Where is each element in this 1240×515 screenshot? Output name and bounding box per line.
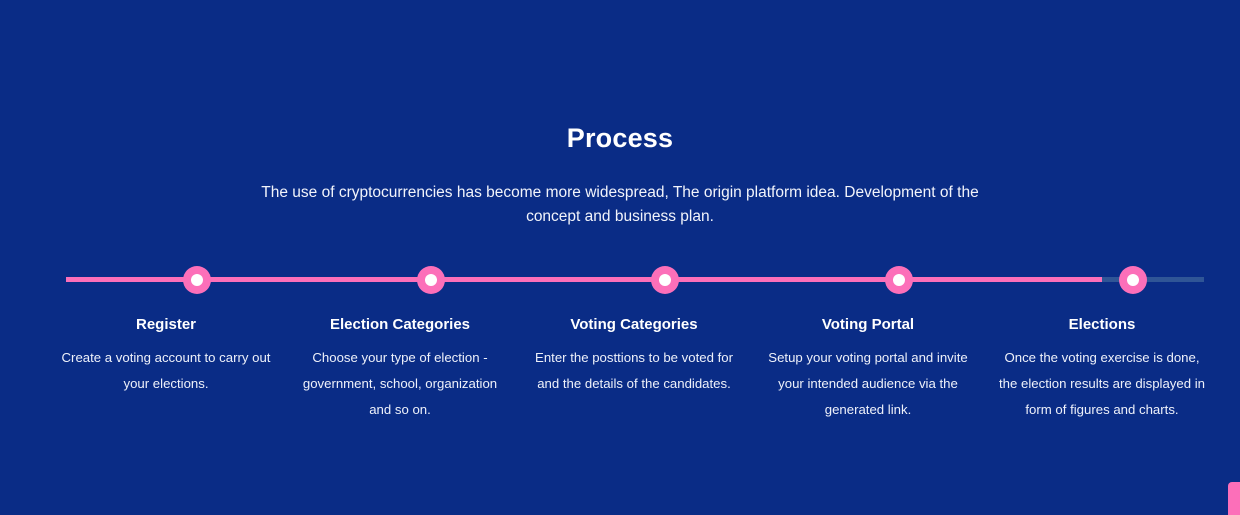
timeline-dot-5[interactable] [1119,266,1147,294]
step-description: Enter the posttions to be voted for and … [535,350,733,391]
step-title: Election Categories [329,316,471,333]
step-title: Register [135,316,197,333]
process-step-register: Register Create a voting account to carr… [49,315,283,423]
step-description: Setup your voting portal and invite your… [768,350,968,417]
timeline-dot-3[interactable] [651,266,679,294]
step-title: Voting Portal [821,316,915,333]
timeline-dot-4[interactable] [885,266,913,294]
process-step-election-categories: Election Categories Choose your type of … [283,315,517,423]
step-description: Once the voting exercise is done, the el… [999,350,1205,417]
floating-action-widget[interactable] [1228,482,1240,515]
step-title: Voting Categories [570,316,698,333]
process-step-voting-portal: Voting Portal Setup your voting portal a… [751,315,985,423]
timeline-track-remaining [1102,277,1204,282]
step-description: Create a voting account to carry out you… [61,350,271,391]
process-step-elections: Elections Once the voting exercise is do… [985,315,1219,423]
timeline-dot-2[interactable] [417,266,445,294]
step-description: Choose your type of election - governmen… [302,350,498,417]
step-title: Elections [1068,316,1136,333]
process-steps: Register Create a voting account to carr… [49,315,1221,423]
timeline-track-completed [66,277,1102,282]
page-subtitle: The use of cryptocurrencies has become m… [261,183,979,225]
process-step-voting-categories: Voting Categories Enter the posttions to… [517,315,751,423]
process-timeline [66,266,1204,294]
page-title: Process [566,123,674,154]
timeline-dot-1[interactable] [183,266,211,294]
